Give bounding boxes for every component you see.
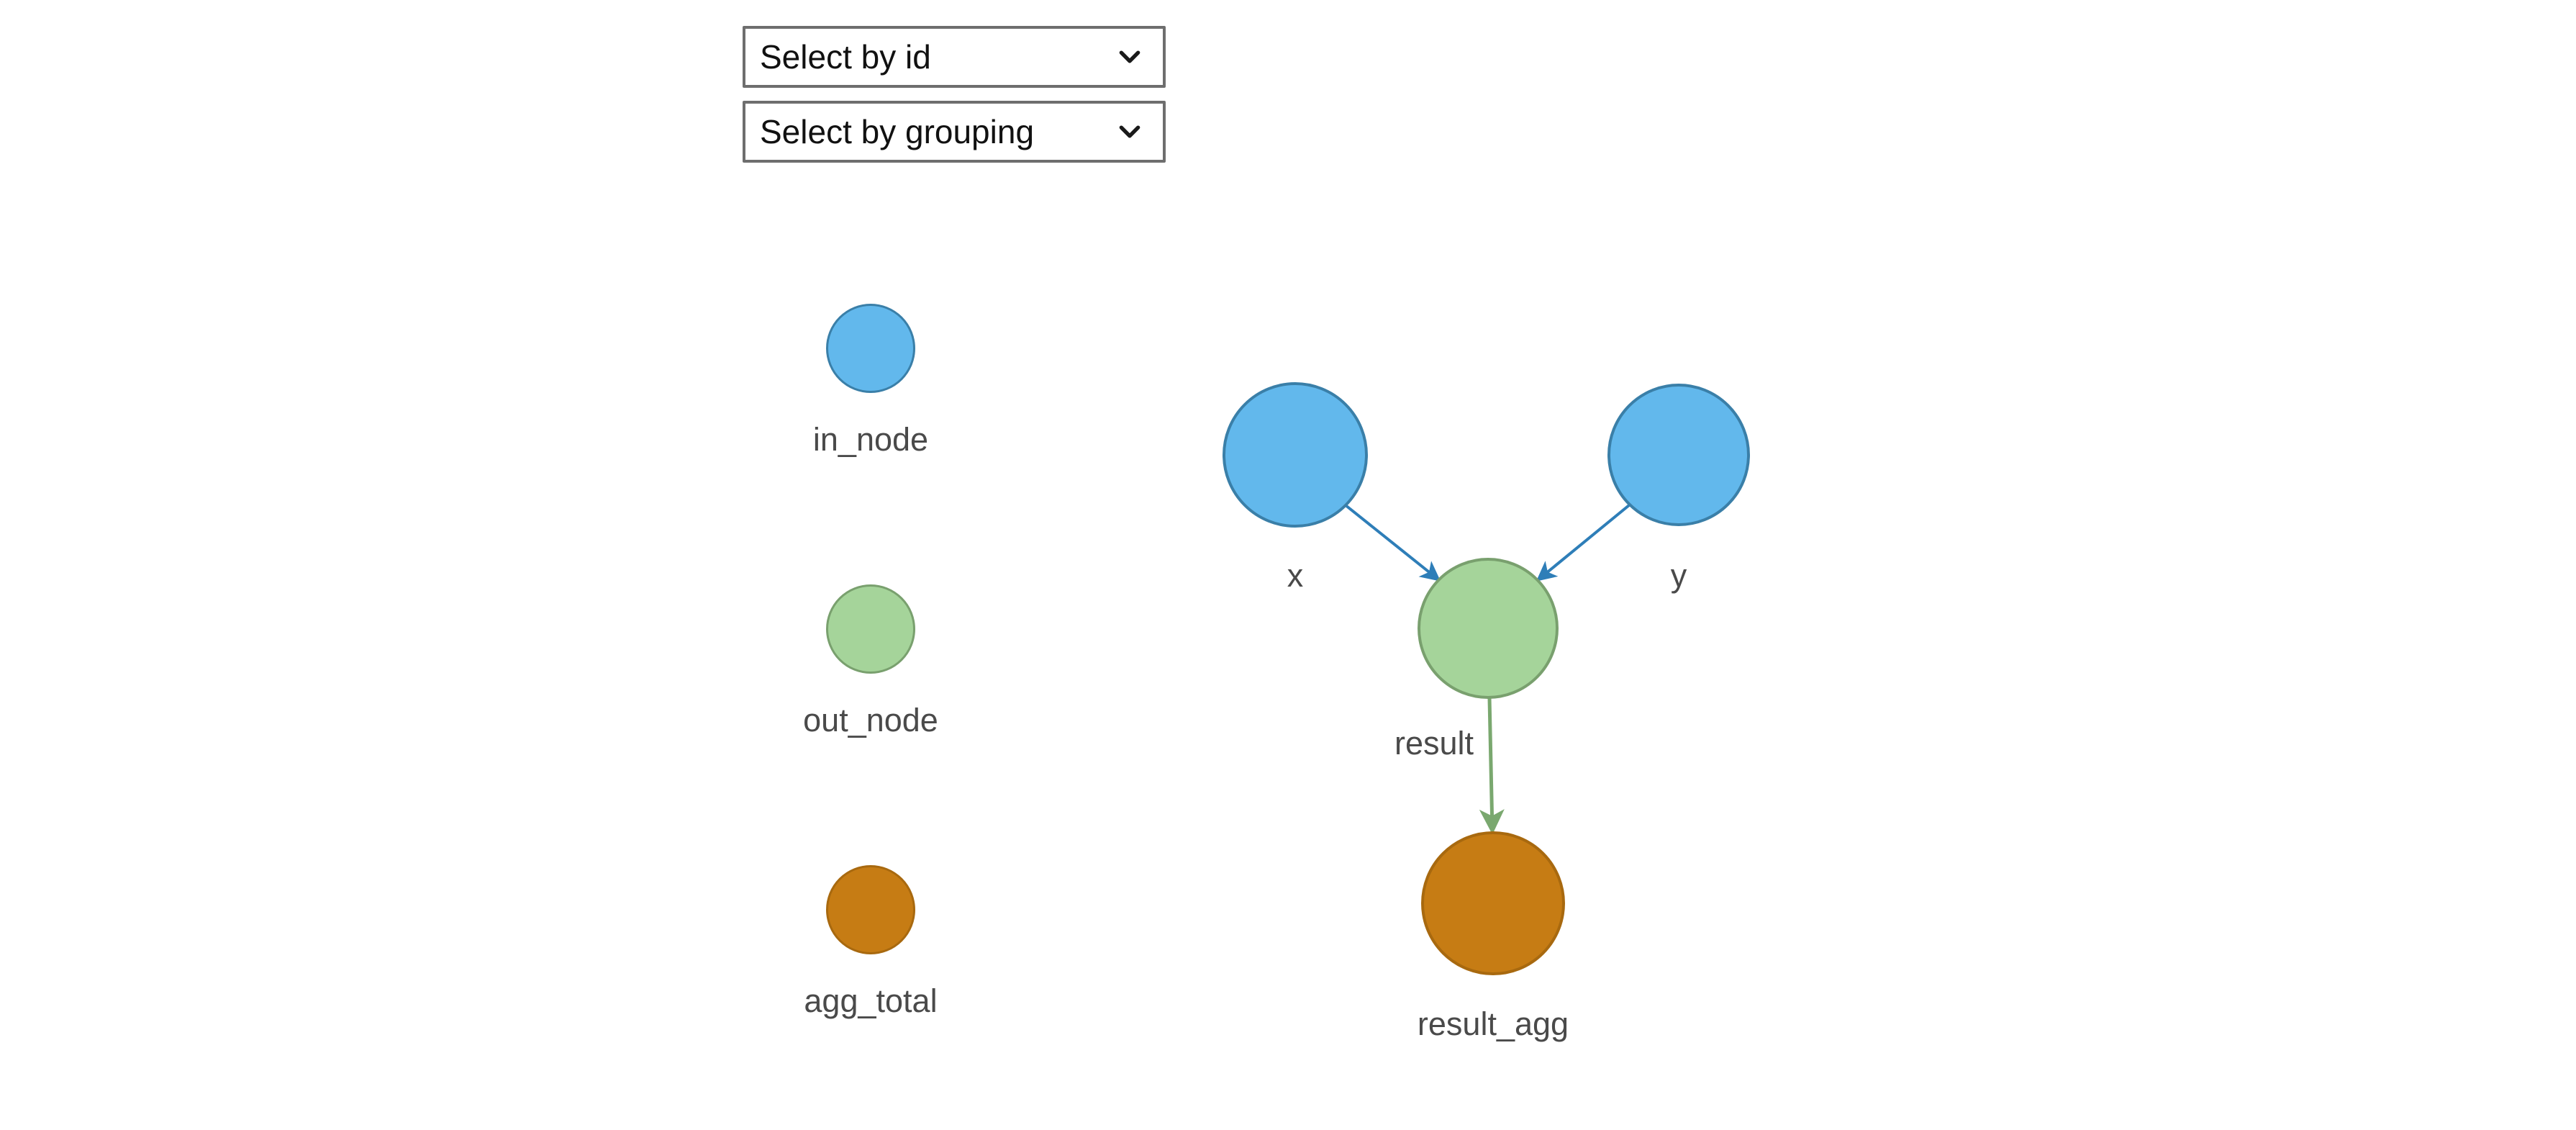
graph-nodes bbox=[1223, 382, 1750, 975]
agg-total-swatch-icon bbox=[826, 865, 915, 954]
node-x[interactable] bbox=[1223, 382, 1368, 528]
node-result-agg[interactable] bbox=[1421, 831, 1565, 975]
node-label-y: y bbox=[1671, 557, 1687, 594]
in-node-swatch-icon bbox=[826, 304, 915, 393]
chevron-down-icon bbox=[1115, 117, 1144, 146]
controls-panel: Select by id Select by grouping bbox=[743, 26, 1166, 163]
select-by-id-value: Select by id bbox=[760, 38, 931, 76]
node-label-x: x bbox=[1287, 557, 1304, 594]
edge-y-to-result bbox=[1536, 504, 1631, 582]
node-type-legend: in_node out_node agg_total bbox=[763, 288, 979, 1130]
select-by-grouping-value: Select by grouping bbox=[760, 113, 1035, 150]
legend-label: out_node bbox=[803, 702, 938, 738]
select-by-grouping-dropdown[interactable]: Select by grouping bbox=[743, 101, 1166, 163]
legend-item-in-node[interactable]: in_node bbox=[763, 288, 979, 569]
edge-label-result: result bbox=[1394, 725, 1474, 761]
legend-item-out-node[interactable]: out_node bbox=[763, 569, 979, 849]
out-node-swatch-icon bbox=[826, 584, 915, 674]
legend-label: in_node bbox=[812, 421, 929, 458]
node-label-result-agg: result_agg bbox=[1418, 1005, 1569, 1042]
node-y[interactable] bbox=[1607, 384, 1750, 526]
edge-result-to-result-agg bbox=[1479, 697, 1505, 835]
node-result[interactable] bbox=[1418, 558, 1559, 699]
legend-item-agg-total[interactable]: agg_total bbox=[763, 849, 979, 1130]
select-by-id-dropdown[interactable]: Select by id bbox=[743, 26, 1166, 88]
legend-label: agg_total bbox=[804, 982, 938, 1019]
chevron-down-icon bbox=[1115, 42, 1144, 71]
edge-x-to-result bbox=[1344, 504, 1441, 582]
